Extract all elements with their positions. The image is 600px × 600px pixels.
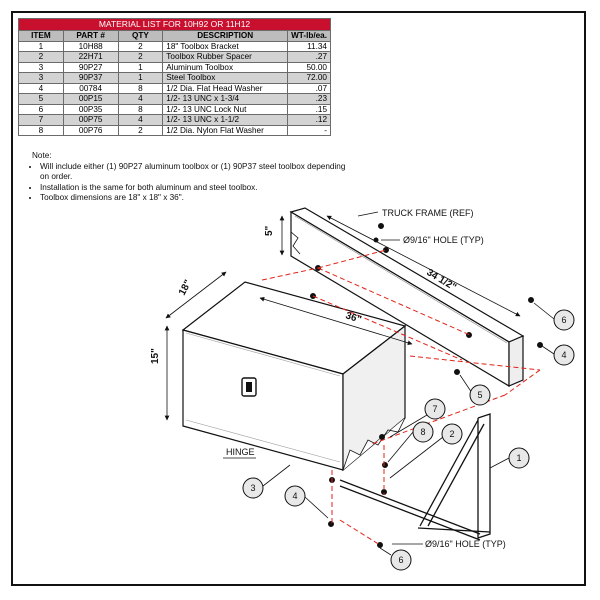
notes-title: Note: — [32, 151, 52, 160]
notes-block: Note: Will include either (1) 90P27 alum… — [22, 151, 352, 204]
svg-text:2: 2 — [449, 429, 454, 439]
truck-frame-label: TRUCK FRAME (REF) — [382, 208, 474, 218]
note-item: Toolbox dimensions are 18" x 18" x 36". — [40, 193, 352, 204]
dimension-lines — [164, 215, 521, 421]
toolbox-bracket — [339, 413, 491, 541]
table-row: 5 00P15 4 1/2- 13 UNC x 1-3/4 .23 — [18, 93, 331, 105]
balloon-6: 6 — [553, 309, 575, 331]
cell-part: 00P76 — [62, 124, 119, 136]
balloon-4: 4 — [553, 344, 575, 366]
svg-text:6: 6 — [398, 555, 403, 565]
balloon-leaders — [262, 302, 555, 556]
balloon-4-lower: 4 — [284, 485, 306, 507]
balloon-1: 1 — [508, 447, 530, 469]
note-item: Installation is the same for both alumin… — [40, 183, 352, 194]
table-header-row: ITEM PART # QTY DESCRIPTION WT-lb/ea. — [18, 30, 331, 42]
balloon-3: 3 — [242, 477, 264, 499]
material-list-table: MATERIAL LIST FOR 10H92 OR 11H12 ITEM PA… — [18, 18, 331, 136]
table-row: 8 00P76 2 1/2 Dia. Nylon Flat Washer - — [18, 124, 331, 136]
svg-text:8: 8 — [420, 427, 425, 437]
hole-top-label: Ø9/16" HOLE (TYP) — [403, 235, 484, 245]
dim-box-width: 36" — [344, 310, 363, 325]
dim-frame-height: 5" — [264, 225, 275, 236]
balloon-6-lower: 6 — [390, 549, 412, 571]
notes-list: Will include either (1) 90P27 aluminum t… — [22, 162, 352, 204]
balloon-8: 8 — [412, 421, 434, 443]
note-item: Will include either (1) 90P27 aluminum t… — [40, 162, 352, 183]
dim-box-depth: 18" — [177, 278, 194, 297]
hinge-label: HINGE — [226, 447, 255, 457]
svg-text:5: 5 — [477, 390, 482, 400]
svg-text:3: 3 — [250, 483, 255, 493]
cell-weight: - — [287, 124, 331, 136]
toolbox — [181, 281, 407, 472]
table-title: MATERIAL LIST FOR 10H92 OR 11H12 — [18, 18, 331, 31]
svg-text:1: 1 — [516, 453, 521, 463]
svg-text:4: 4 — [561, 350, 566, 360]
truck-frame-leader — [357, 211, 379, 217]
drawing-border — [11, 11, 586, 586]
balloon-5: 5 — [469, 384, 491, 406]
balloon-7: 7 — [424, 398, 446, 420]
table-row: 6 00P35 8 1/2- 13 UNC Lock Nut .15 — [18, 103, 331, 115]
svg-text:4: 4 — [292, 491, 297, 501]
table-title-row: MATERIAL LIST FOR 10H92 OR 11H12 — [18, 18, 331, 31]
svg-text:7: 7 — [432, 404, 437, 414]
balloon-2: 2 — [441, 423, 463, 445]
hole-bottom-label: Ø9/16" HOLE (TYP) — [425, 539, 506, 549]
dim-box-height: 15" — [150, 348, 161, 364]
toolbox-latch-icon — [241, 377, 257, 397]
svg-text:6: 6 — [561, 315, 566, 325]
